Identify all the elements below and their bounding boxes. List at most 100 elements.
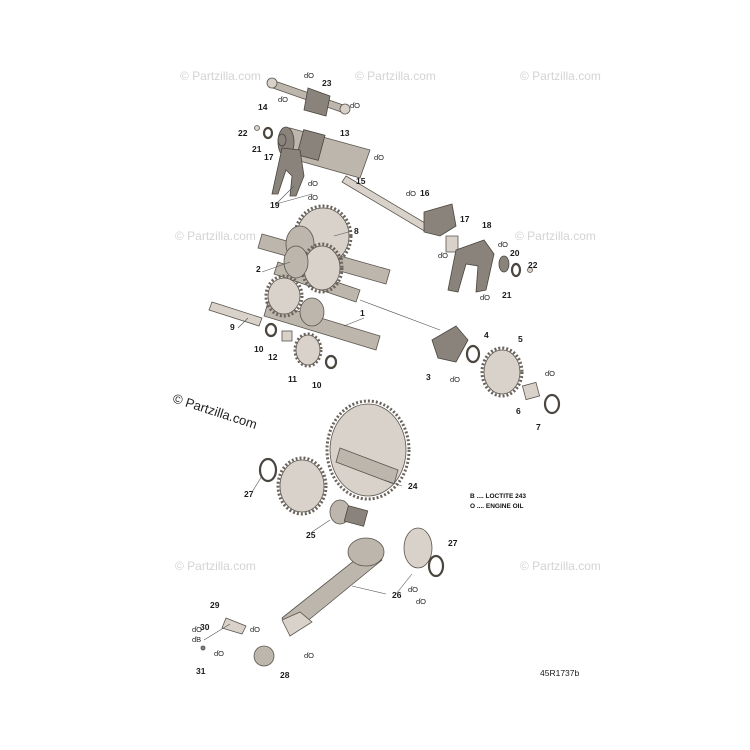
part-5-gear [483, 349, 521, 395]
callout-1: 1 [360, 308, 365, 318]
callout-2: 2 [256, 264, 261, 274]
legend: B .... LOCTITE 243 O .... ENGINE OIL [470, 493, 526, 510]
callout-18: 18 [482, 220, 492, 230]
part-23-end [266, 77, 278, 89]
callout-23: 23 [322, 78, 332, 88]
callout-3: 3 [426, 372, 431, 382]
watermark-faint: © Partzilla.com [515, 229, 596, 243]
callout-25: 25 [306, 530, 316, 540]
part-1-gear-small [299, 297, 325, 327]
leader-line [251, 475, 263, 493]
engine-oil-symbol: ɗO [278, 95, 288, 104]
part-17-spring [277, 133, 287, 147]
callout-20: 20 [510, 248, 520, 258]
callout-29: 29 [210, 600, 220, 610]
callout-26: 26 [392, 590, 402, 600]
part-7-washer [543, 393, 561, 415]
part-2-gear-small [283, 245, 309, 279]
watermark-main: © Partzilla.com [171, 391, 259, 432]
shift-fork-right [423, 203, 533, 293]
assembly-line [359, 299, 441, 331]
part-26-spline [281, 611, 313, 637]
watermark-faint: © Partzilla.com [175, 559, 256, 573]
part-31-bolt [200, 645, 206, 651]
engine-oil-symbol: ɗO [192, 625, 202, 634]
callout-27: 27 [244, 489, 254, 499]
reduction-gear-assembly [258, 399, 411, 527]
leader-line [275, 185, 295, 205]
callout-4: 4 [484, 330, 489, 340]
part-24-gear-teeth [325, 399, 411, 501]
part-6-bushing [521, 381, 541, 401]
part-27-washer [258, 457, 278, 483]
part-30-link [203, 623, 231, 641]
callout-28: 28 [280, 670, 290, 680]
engine-oil-symbol: ɗO [545, 369, 555, 378]
part-11-gear-teeth [293, 332, 323, 368]
callout-27b: 27 [448, 538, 458, 548]
engine-oil-symbol: ɗO [438, 251, 448, 260]
leader-line [261, 261, 291, 273]
watermark-faint: © Partzilla.com [180, 69, 261, 83]
callout-17b: 17 [460, 214, 470, 224]
engine-oil-symbol: ɗO [250, 625, 260, 634]
background-watermarks: © Partzilla.com © Partzilla.com © Partzi… [175, 69, 601, 573]
output-shaft-assembly [281, 527, 445, 637]
part-25-pinion-body [343, 505, 369, 527]
callout-24: 24 [408, 481, 418, 491]
callout-8: 8 [354, 226, 359, 236]
watermark-faint: © Partzilla.com [355, 69, 436, 83]
part-28-cap [253, 645, 275, 667]
engine-oil-symbol: ɗO [416, 597, 426, 606]
callout-10b: 10 [312, 380, 322, 390]
callout-13: 13 [340, 128, 350, 138]
callout-9: 9 [230, 322, 235, 332]
callout-16: 16 [420, 188, 430, 198]
leader-line [395, 573, 413, 595]
part-24-second-gear-teeth [276, 456, 328, 516]
part-16-fork [423, 203, 457, 237]
engine-oil-symbol: ɗO [304, 651, 314, 660]
engine-oil-symbol: ɗO [406, 189, 416, 198]
engine-oil-symbol: ɗO [214, 649, 224, 658]
leader-line [351, 585, 387, 595]
part-5-gear-teeth [480, 346, 524, 398]
part-26-coupler [347, 537, 385, 567]
leader-line [333, 230, 353, 237]
leader-line [237, 317, 249, 329]
engine-oil-symbol: ɗO [304, 71, 314, 80]
part-22-ball-right [527, 267, 533, 273]
callout-15: 15 [356, 176, 366, 186]
part-19-shift-fork [271, 147, 305, 197]
callout-14: 14 [258, 102, 268, 112]
callout-11: 11 [288, 374, 297, 384]
part-26-bevel-gear [403, 527, 433, 569]
lubrication-symbols: ɗO ɗO ɗO ɗO ɗO ɗO ɗO ɗO ɗO ɗO ɗO ɗO ɗO ɗ… [192, 71, 555, 660]
callout-19: 19 [270, 200, 280, 210]
callout-6: 6 [516, 406, 521, 416]
engine-oil-symbol: ɗO [308, 193, 318, 202]
callout-12: 12 [268, 352, 278, 362]
lower-small-parts [200, 617, 275, 667]
part-1-gear-teeth [264, 274, 304, 318]
part-29-lever [221, 617, 247, 635]
part-20-spring [498, 255, 510, 273]
part-23-end [339, 103, 351, 115]
watermark-faint: © Partzilla.com [520, 559, 601, 573]
engine-oil-symbol: ɗO [350, 101, 360, 110]
leader-line [343, 317, 365, 327]
part-10-washer-b [324, 354, 338, 370]
leader-line [383, 479, 403, 487]
part-2-gear [303, 245, 341, 291]
engine-oil-symbol: ɗO [308, 179, 318, 188]
part-9-pin [208, 301, 263, 327]
part-3-bracket [431, 325, 469, 363]
legend-loctite: B .... LOCTITE 243 [470, 493, 526, 500]
callout-5: 5 [518, 334, 523, 344]
part-1-gear [267, 277, 301, 315]
part-27-washer-b [427, 554, 445, 578]
leader-line [275, 193, 313, 205]
callout-21b: 21 [502, 290, 512, 300]
shaft-1-assembly [208, 274, 381, 370]
